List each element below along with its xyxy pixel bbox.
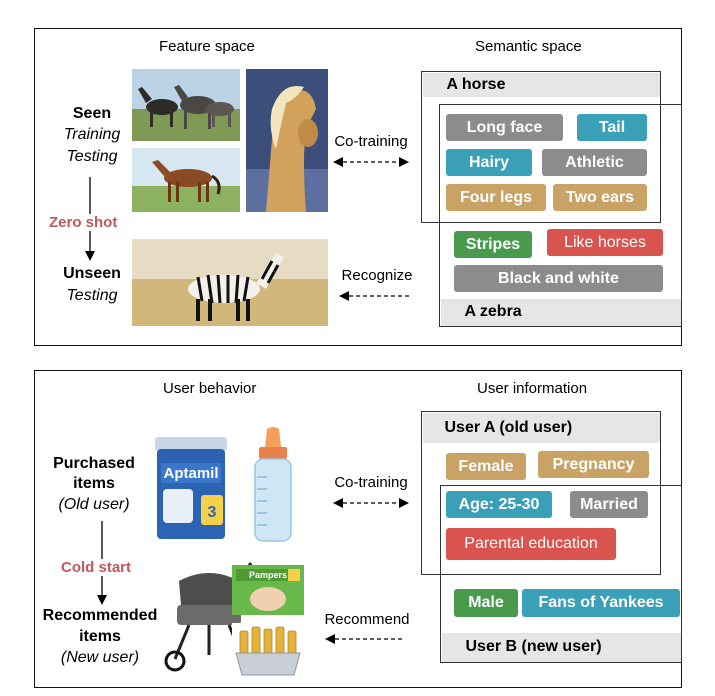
tag-tail: Tail bbox=[577, 114, 647, 141]
bidirectional-arrow-bottom bbox=[333, 498, 409, 508]
items-label-2: items bbox=[79, 628, 121, 645]
formula-can-image: Aptamil 3 bbox=[151, 433, 231, 543]
left-arrow-recognize bbox=[339, 291, 411, 301]
bidirectional-arrow-top bbox=[333, 157, 409, 167]
tag-two-ears: Two ears bbox=[553, 184, 647, 211]
user-a-box bbox=[421, 411, 661, 575]
cold-start-label: Cold start bbox=[59, 559, 134, 576]
tag-like-horses: Like horses bbox=[547, 229, 663, 256]
training-label: Training bbox=[63, 126, 121, 143]
beer-bucket-image bbox=[232, 623, 304, 677]
cold-start-panel: User behavior User information Purchased… bbox=[34, 370, 682, 688]
user-behavior-header: User behavior bbox=[163, 380, 257, 397]
left-arrow-recommend bbox=[325, 634, 405, 644]
diapers-package-image: Pampers bbox=[232, 565, 304, 615]
tag-four-legs: Four legs bbox=[446, 184, 546, 211]
tag-married: Married bbox=[570, 491, 648, 518]
unseen-label: Unseen bbox=[63, 265, 121, 282]
tag-black-and-white: Black and white bbox=[454, 265, 663, 292]
palomino-horse-image bbox=[246, 69, 328, 212]
purchased-label: Purchased bbox=[53, 455, 135, 472]
tag-pregnancy: Pregnancy bbox=[538, 451, 649, 478]
brown-horse-image bbox=[132, 148, 240, 212]
aptamil-brand-text: Aptamil bbox=[163, 465, 218, 482]
items-label: items bbox=[73, 475, 115, 492]
user-a-header: User A (old user) bbox=[422, 412, 660, 443]
zero-shot-label: Zero shot bbox=[47, 214, 120, 231]
recommended-label: Recommended bbox=[42, 607, 158, 624]
svg-text:3: 3 bbox=[208, 504, 217, 521]
tag-long-face: Long face bbox=[446, 114, 563, 141]
tag-fans-of-yankees: Fans of Yankees bbox=[522, 589, 680, 617]
pampers-brand-text: Pampers bbox=[249, 570, 287, 580]
zebra-attribute-box bbox=[439, 104, 682, 327]
new-user-label: (New user) bbox=[60, 649, 140, 666]
zebra-header: A zebra bbox=[440, 299, 681, 326]
tag-athletic: Athletic bbox=[542, 149, 647, 176]
tag-hairy: Hairy bbox=[446, 149, 532, 176]
tag-female: Female bbox=[446, 453, 526, 480]
old-user-label: (Old user) bbox=[58, 496, 130, 513]
horse-attribute-box bbox=[421, 71, 661, 223]
tag-parental-education: Parental education bbox=[446, 528, 616, 560]
horses-herd-image bbox=[132, 69, 240, 141]
user-information-header: User information bbox=[477, 380, 588, 397]
co-training-label-bottom: Co-training bbox=[334, 474, 408, 491]
baby-bottle-image bbox=[245, 427, 301, 545]
feature-space-header: Feature space bbox=[159, 38, 255, 55]
co-training-label-top: Co-training bbox=[334, 133, 408, 150]
tag-male: Male bbox=[454, 589, 518, 617]
recommend-label: Recommend bbox=[324, 611, 410, 628]
zero-shot-panel: Feature space Semantic space Seen Traini… bbox=[34, 28, 682, 346]
horse-header: A horse bbox=[422, 72, 660, 97]
tag-age: Age: 25-30 bbox=[446, 491, 552, 518]
tag-stripes: Stripes bbox=[454, 231, 532, 258]
zebra-image bbox=[132, 239, 328, 326]
user-b-box bbox=[440, 485, 682, 663]
seen-label: Seen bbox=[72, 105, 112, 122]
recognize-label: Recognize bbox=[341, 267, 413, 284]
semantic-space-header: Semantic space bbox=[475, 38, 582, 55]
testing-label: Testing bbox=[66, 148, 118, 165]
unseen-testing-label: Testing bbox=[66, 287, 118, 304]
user-b-header: User B (new user) bbox=[441, 633, 681, 662]
